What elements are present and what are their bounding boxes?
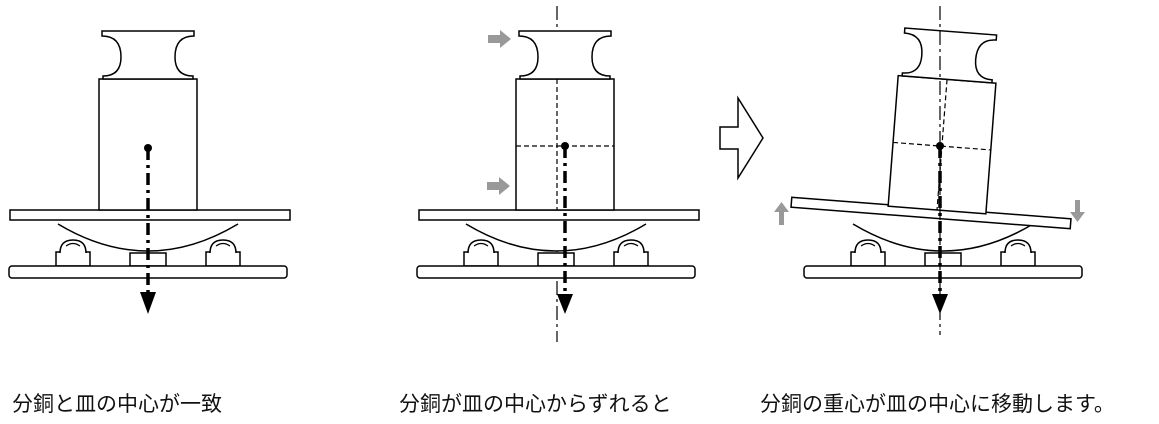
- plate-1: [9, 209, 291, 221]
- right-arrow-icon: [487, 177, 510, 195]
- panel-moved: [774, 6, 1085, 335]
- scale-base-3: [803, 223, 1083, 279]
- down-arrowhead-1: [140, 292, 156, 314]
- panel-offset: [416, 6, 700, 342]
- caption-moved: 分銅の重心が皿の中心に移動します。: [760, 392, 1115, 416]
- scale-base-2: [416, 223, 696, 279]
- down-arrowhead-2: [557, 294, 573, 314]
- caption-centered: 分銅と皿の中心が一致: [12, 392, 222, 416]
- down-arrow-icon: [1070, 200, 1085, 222]
- plate-2: [418, 209, 700, 221]
- down-arrowhead-3: [932, 294, 948, 314]
- up-arrow-icon: [774, 202, 789, 225]
- hollow-right-arrow-icon: [719, 95, 764, 181]
- weight-2: [515, 30, 615, 211]
- panel-centered: [8, 30, 291, 314]
- caption-offset: 分銅が皿の中心からずれると: [399, 392, 672, 416]
- right-arrow-icon: [488, 30, 511, 48]
